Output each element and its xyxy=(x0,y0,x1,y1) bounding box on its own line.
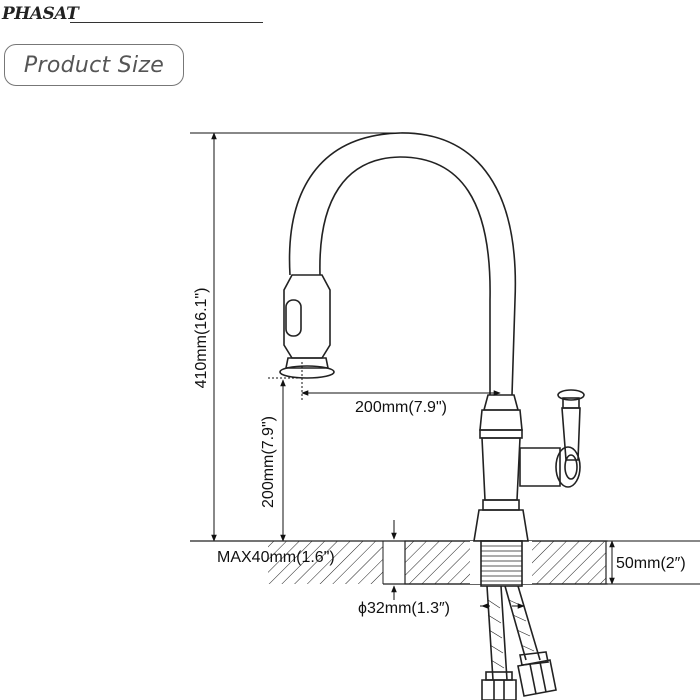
body-ring xyxy=(482,499,520,511)
header-rule xyxy=(70,22,263,23)
fitting-right-nut xyxy=(517,659,557,697)
faucet xyxy=(279,132,585,700)
fitting-left-nut xyxy=(481,679,517,700)
shank-threads xyxy=(481,545,522,582)
brand-logo: PHASAT xyxy=(2,4,79,24)
spray-head xyxy=(283,274,331,359)
page-title: Product Size xyxy=(23,52,165,78)
handle-lever xyxy=(561,407,581,461)
spout-inner xyxy=(319,156,491,395)
lever-top-cap xyxy=(557,389,585,401)
hose-braid xyxy=(487,599,535,669)
handle-hub xyxy=(519,447,561,487)
shank-length-label: 50mm(2″) xyxy=(616,555,686,572)
body-band xyxy=(479,429,523,439)
max-deck-thickness-label: MAX40mm(1.6") xyxy=(217,549,335,566)
spray-nozzle xyxy=(279,365,335,379)
spout-outer xyxy=(288,132,517,396)
spout-height-label: 200mm(7.9") xyxy=(260,416,277,508)
total-height-label: 410mm(16.1") xyxy=(193,288,210,389)
handle-cap-inner xyxy=(564,454,578,480)
body-top xyxy=(479,409,523,431)
fitting-left-collar xyxy=(485,671,513,681)
spray-button xyxy=(285,299,302,337)
hose-right xyxy=(504,585,541,661)
dimension-lines xyxy=(190,132,700,609)
body-base xyxy=(473,509,529,542)
hose-left xyxy=(486,585,508,681)
fitting-right-collar xyxy=(519,651,549,666)
countertop xyxy=(190,540,608,585)
product-size-title-box: Product Size xyxy=(4,44,184,86)
handle-cap xyxy=(555,446,581,488)
lever-collar xyxy=(562,397,580,409)
hole-diameter-label: ϕ32mm(1.3″) xyxy=(358,600,450,617)
body-main xyxy=(481,437,521,501)
neck-collar xyxy=(482,394,520,411)
spout-reach-label: 200mm(7.9") xyxy=(355,399,447,416)
